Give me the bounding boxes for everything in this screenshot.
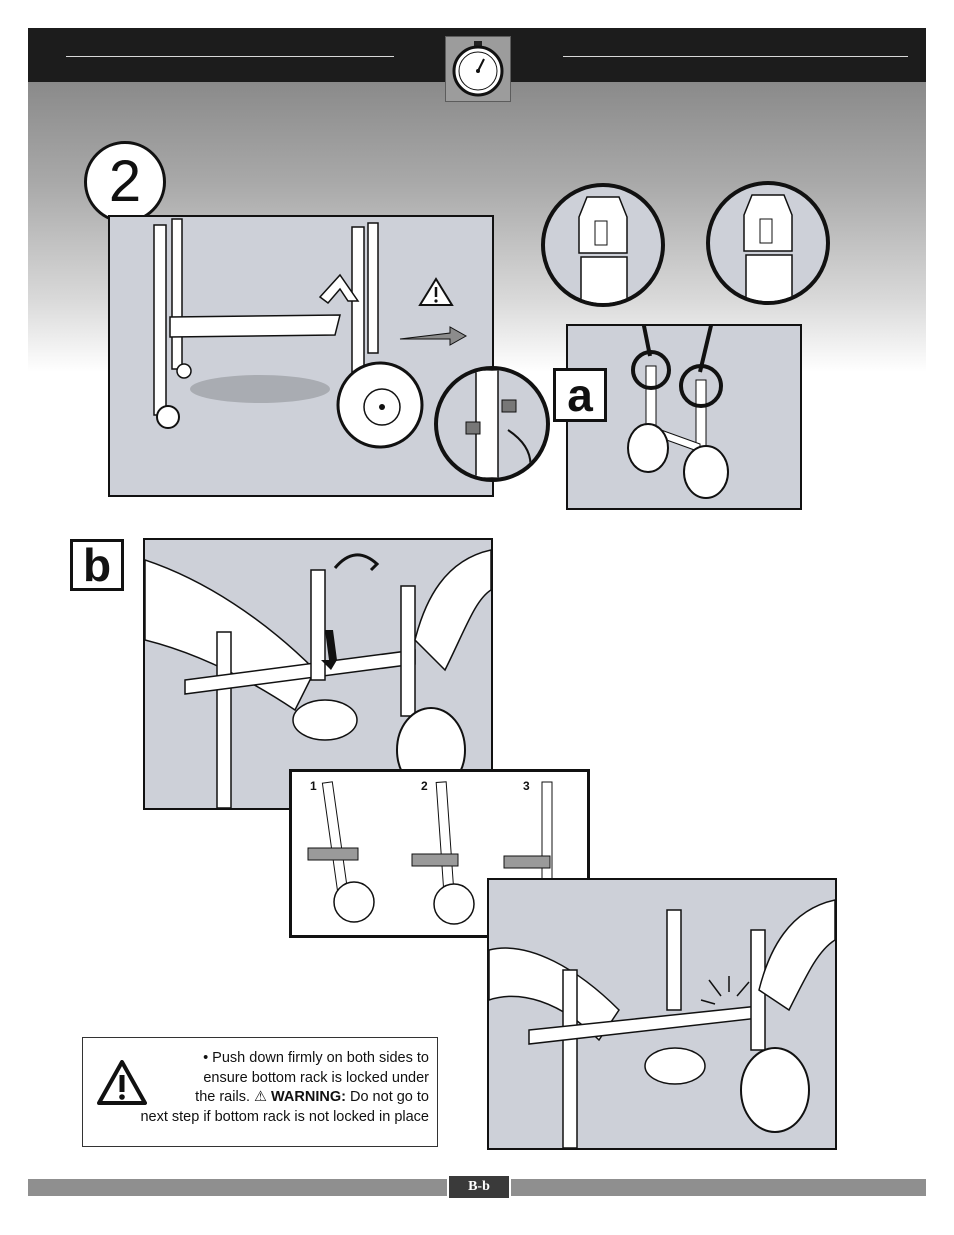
panel-label-a: a [553, 368, 607, 422]
cart-illustration-panel [108, 215, 494, 497]
warning-text: • Push down firmly on both sides to ensu… [91, 1049, 429, 1127]
leg-detail-zoom-right [706, 181, 830, 305]
warning-line-4: next step if bottom rack is not locked i… [140, 1108, 429, 1125]
warning-line-1: • Push down firmly on both sides to [203, 1050, 429, 1066]
step-number: 2 [84, 141, 166, 223]
warning-line-3-end: Do not go to [345, 1089, 429, 1105]
leg-detail-zoom-left [541, 183, 665, 307]
warning-line-3-start: the rails. [195, 1089, 255, 1105]
inset-figure-1 [307, 781, 375, 923]
header-rule-right [563, 56, 908, 57]
warning-label: WARNING: [271, 1089, 346, 1105]
inset-step-2: 2 [421, 779, 428, 793]
warning-note: • Push down firmly on both sides to ensu… [82, 1037, 438, 1147]
small-warning-icon: ⚠ [254, 1089, 268, 1105]
panel-label-b: b [70, 539, 124, 591]
lock-sequence-inset: 1 2 3 [289, 769, 590, 938]
push-down-rack-panel [143, 538, 493, 810]
rack-locked-panel [487, 878, 837, 1150]
inset-figure-2 [411, 781, 475, 925]
inset-step-3: 3 [523, 779, 530, 793]
bolt-detail-zoom [434, 366, 550, 482]
warning-line-3: the rails. ⚠ WARNING: Do not go to [91, 1088, 429, 1108]
warning-line-2: ensure bottom rack is locked under [203, 1069, 429, 1086]
page-label: B-b [447, 1176, 511, 1198]
inset-step-1: 1 [310, 779, 317, 793]
warning-triangle-icon [97, 1060, 147, 1105]
header-rule-left [66, 56, 394, 57]
stopwatch-icon [445, 36, 511, 102]
